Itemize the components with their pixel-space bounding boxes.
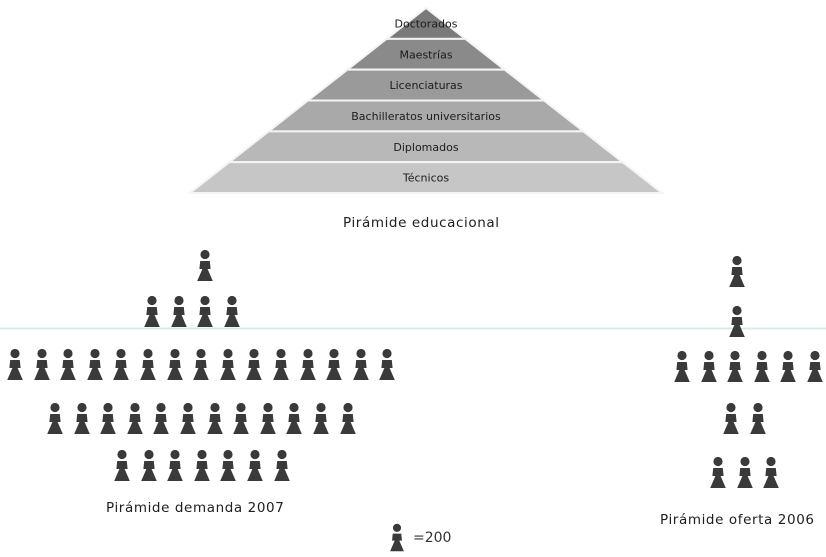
person-icon [271, 348, 291, 382]
person-icon [388, 523, 406, 553]
person-icon [72, 402, 92, 436]
person-icon [195, 295, 215, 329]
person-icon [727, 255, 747, 289]
person-icon [752, 350, 772, 384]
person-icon [178, 402, 198, 436]
person-icon [142, 295, 162, 329]
person-icon [377, 348, 397, 382]
pyramid-tier-label: Licenciaturas [389, 79, 462, 92]
person-icon [139, 449, 159, 483]
person-icon [138, 348, 158, 382]
person-icon [165, 348, 185, 382]
supply-pyramid-caption: Pirámide oferta 2006 [660, 512, 815, 528]
person-icon [32, 348, 52, 382]
demand-pyramid-caption: Pirámide demanda 2007 [106, 500, 285, 516]
person-icon [98, 402, 118, 436]
person-icon [708, 456, 728, 490]
person-icon [231, 402, 251, 436]
pyramid-tier [187, 161, 665, 194]
person-icon [748, 402, 768, 436]
person-icon [284, 402, 304, 436]
education-pyramid: DoctoradosMaestríasLicenciaturasBachille… [187, 6, 665, 194]
pyramid-tier-label: Técnicos [402, 172, 449, 185]
legend-value: =200 [413, 530, 452, 546]
person-icon [351, 348, 371, 382]
person-icon [244, 348, 264, 382]
person-icon [5, 348, 25, 382]
person-icon [761, 456, 781, 490]
person-icon [151, 402, 171, 436]
person-icon [205, 402, 225, 436]
person-icon [672, 350, 692, 384]
person-icon [721, 402, 741, 436]
person-icon [111, 348, 131, 382]
person-icon [218, 449, 238, 483]
person-icon [169, 295, 189, 329]
pyramid-tier-label: Bachilleratos universitarios [351, 110, 501, 123]
person-icon [258, 402, 278, 436]
person-icon [165, 449, 185, 483]
person-icon [85, 348, 105, 382]
person-icon [245, 449, 265, 483]
person-icon [191, 348, 211, 382]
person-icon [735, 456, 755, 490]
person-icon [218, 348, 238, 382]
person-icon [725, 350, 745, 384]
person-icon [338, 402, 358, 436]
person-icon [192, 449, 212, 483]
person-icon [45, 402, 65, 436]
education-pyramid-caption: Pirámide educacional [343, 215, 500, 231]
person-icon [311, 402, 331, 436]
scan-artifact-line [0, 327, 826, 330]
person-icon [272, 449, 292, 483]
person-icon [727, 305, 747, 339]
person-icon [125, 402, 145, 436]
person-icon [58, 348, 78, 382]
pyramid-tier-label: Diplomados [393, 141, 458, 154]
person-icon [112, 449, 132, 483]
person-icon [699, 350, 719, 384]
person-icon [298, 348, 318, 382]
person-icon [195, 249, 215, 283]
person-icon [778, 350, 798, 384]
pyramid-tier-label: Maestrías [399, 48, 452, 61]
person-icon [324, 348, 344, 382]
person-icon [805, 350, 825, 384]
person-icon [222, 295, 242, 329]
pyramid-tier-label: Doctorados [395, 17, 458, 30]
